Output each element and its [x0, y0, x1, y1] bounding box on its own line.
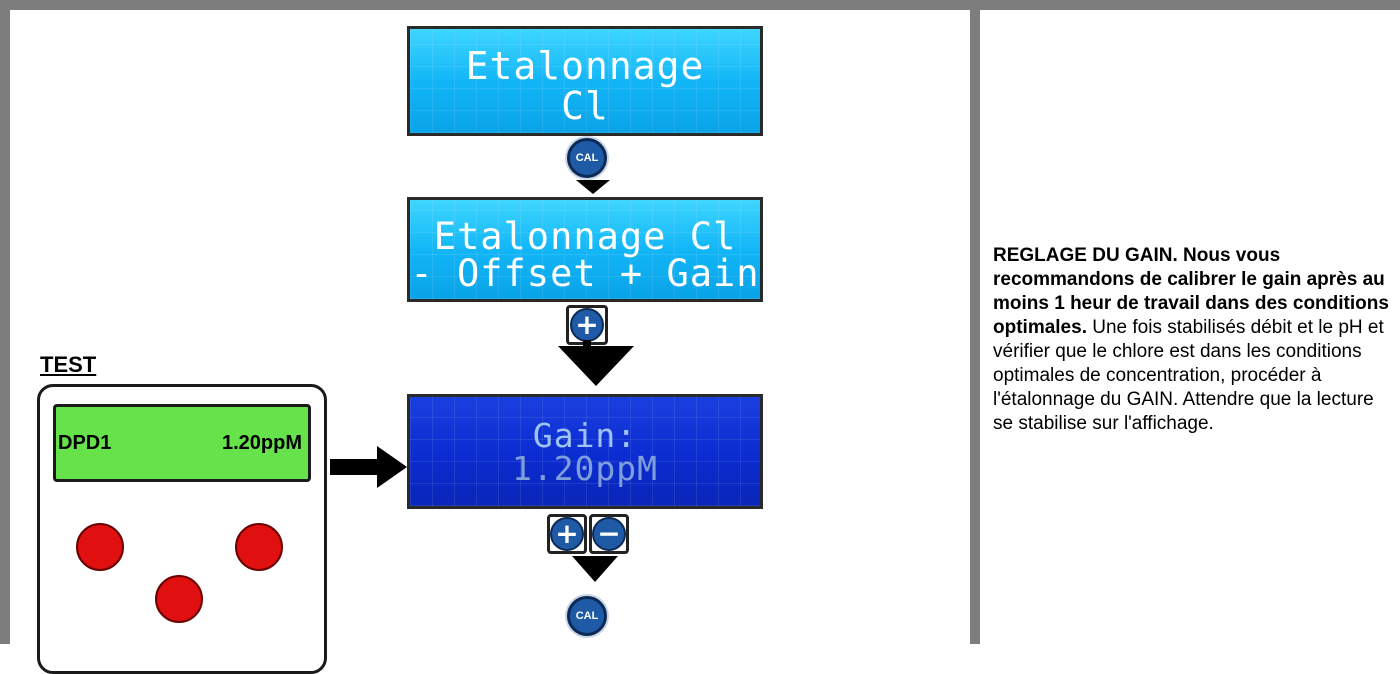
red-button[interactable]	[76, 523, 124, 571]
diagram-frame	[0, 0, 1400, 644]
gain-instructions: REGLAGE DU GAIN. Nous vous recommandons …	[993, 244, 1389, 436]
lcd-line-1: Etalonnage	[465, 44, 705, 88]
cal-button[interactable]: CAL	[567, 138, 607, 178]
instructions-text: Une fois stabilisés débit et le pH et vé…	[993, 317, 1384, 434]
frame-left-border	[0, 0, 10, 644]
lcd-calibration-menu: Etalonnage Cl	[407, 26, 763, 136]
photometer-screen	[53, 404, 311, 482]
arrow-stem	[583, 340, 591, 350]
photometer-reading-label: DPD1	[58, 432, 112, 454]
plus-icon: +	[570, 308, 604, 342]
red-button[interactable]	[235, 523, 283, 571]
lcd-line-2: - Offset + Gain	[410, 252, 760, 295]
lcd-line-1: Etalonnage Cl	[433, 215, 737, 258]
down-arrow-icon	[572, 556, 618, 582]
test-title: TEST	[40, 352, 97, 377]
lcd-line-2: Cl	[561, 84, 609, 128]
minus-button[interactable]: −	[589, 514, 629, 554]
plus-button[interactable]: +	[547, 514, 587, 554]
lcd-offset-gain-menu: Etalonnage Cl - Offset + Gain	[407, 197, 763, 302]
frame-divider	[970, 0, 980, 644]
minus-icon: −	[592, 517, 626, 551]
lcd-pixel-grid	[410, 29, 760, 133]
red-button[interactable]	[155, 575, 203, 623]
lcd-line-1: Gain:	[532, 416, 638, 455]
plus-icon: +	[550, 517, 584, 551]
photometer-reading-value: 1.20ppM	[221, 432, 302, 454]
down-arrow-icon	[558, 346, 634, 386]
frame-top-border	[0, 0, 1400, 10]
instructions-bold: REGLAGE DU GAIN. Nous vous recommandons …	[993, 245, 1389, 338]
cal-button[interactable]: CAL	[567, 596, 607, 636]
lcd-gain-value: Gain: 1.20ppM	[407, 394, 763, 509]
lcd-pixel-grid	[410, 397, 760, 506]
lcd-line-2: 1.20ppM	[511, 449, 659, 488]
down-arrow-icon	[576, 180, 610, 194]
plus-button[interactable]: +	[566, 305, 608, 345]
lcd-pixel-grid	[410, 200, 760, 299]
right-arrow-icon	[377, 446, 407, 488]
right-arrow-shaft	[330, 459, 378, 475]
